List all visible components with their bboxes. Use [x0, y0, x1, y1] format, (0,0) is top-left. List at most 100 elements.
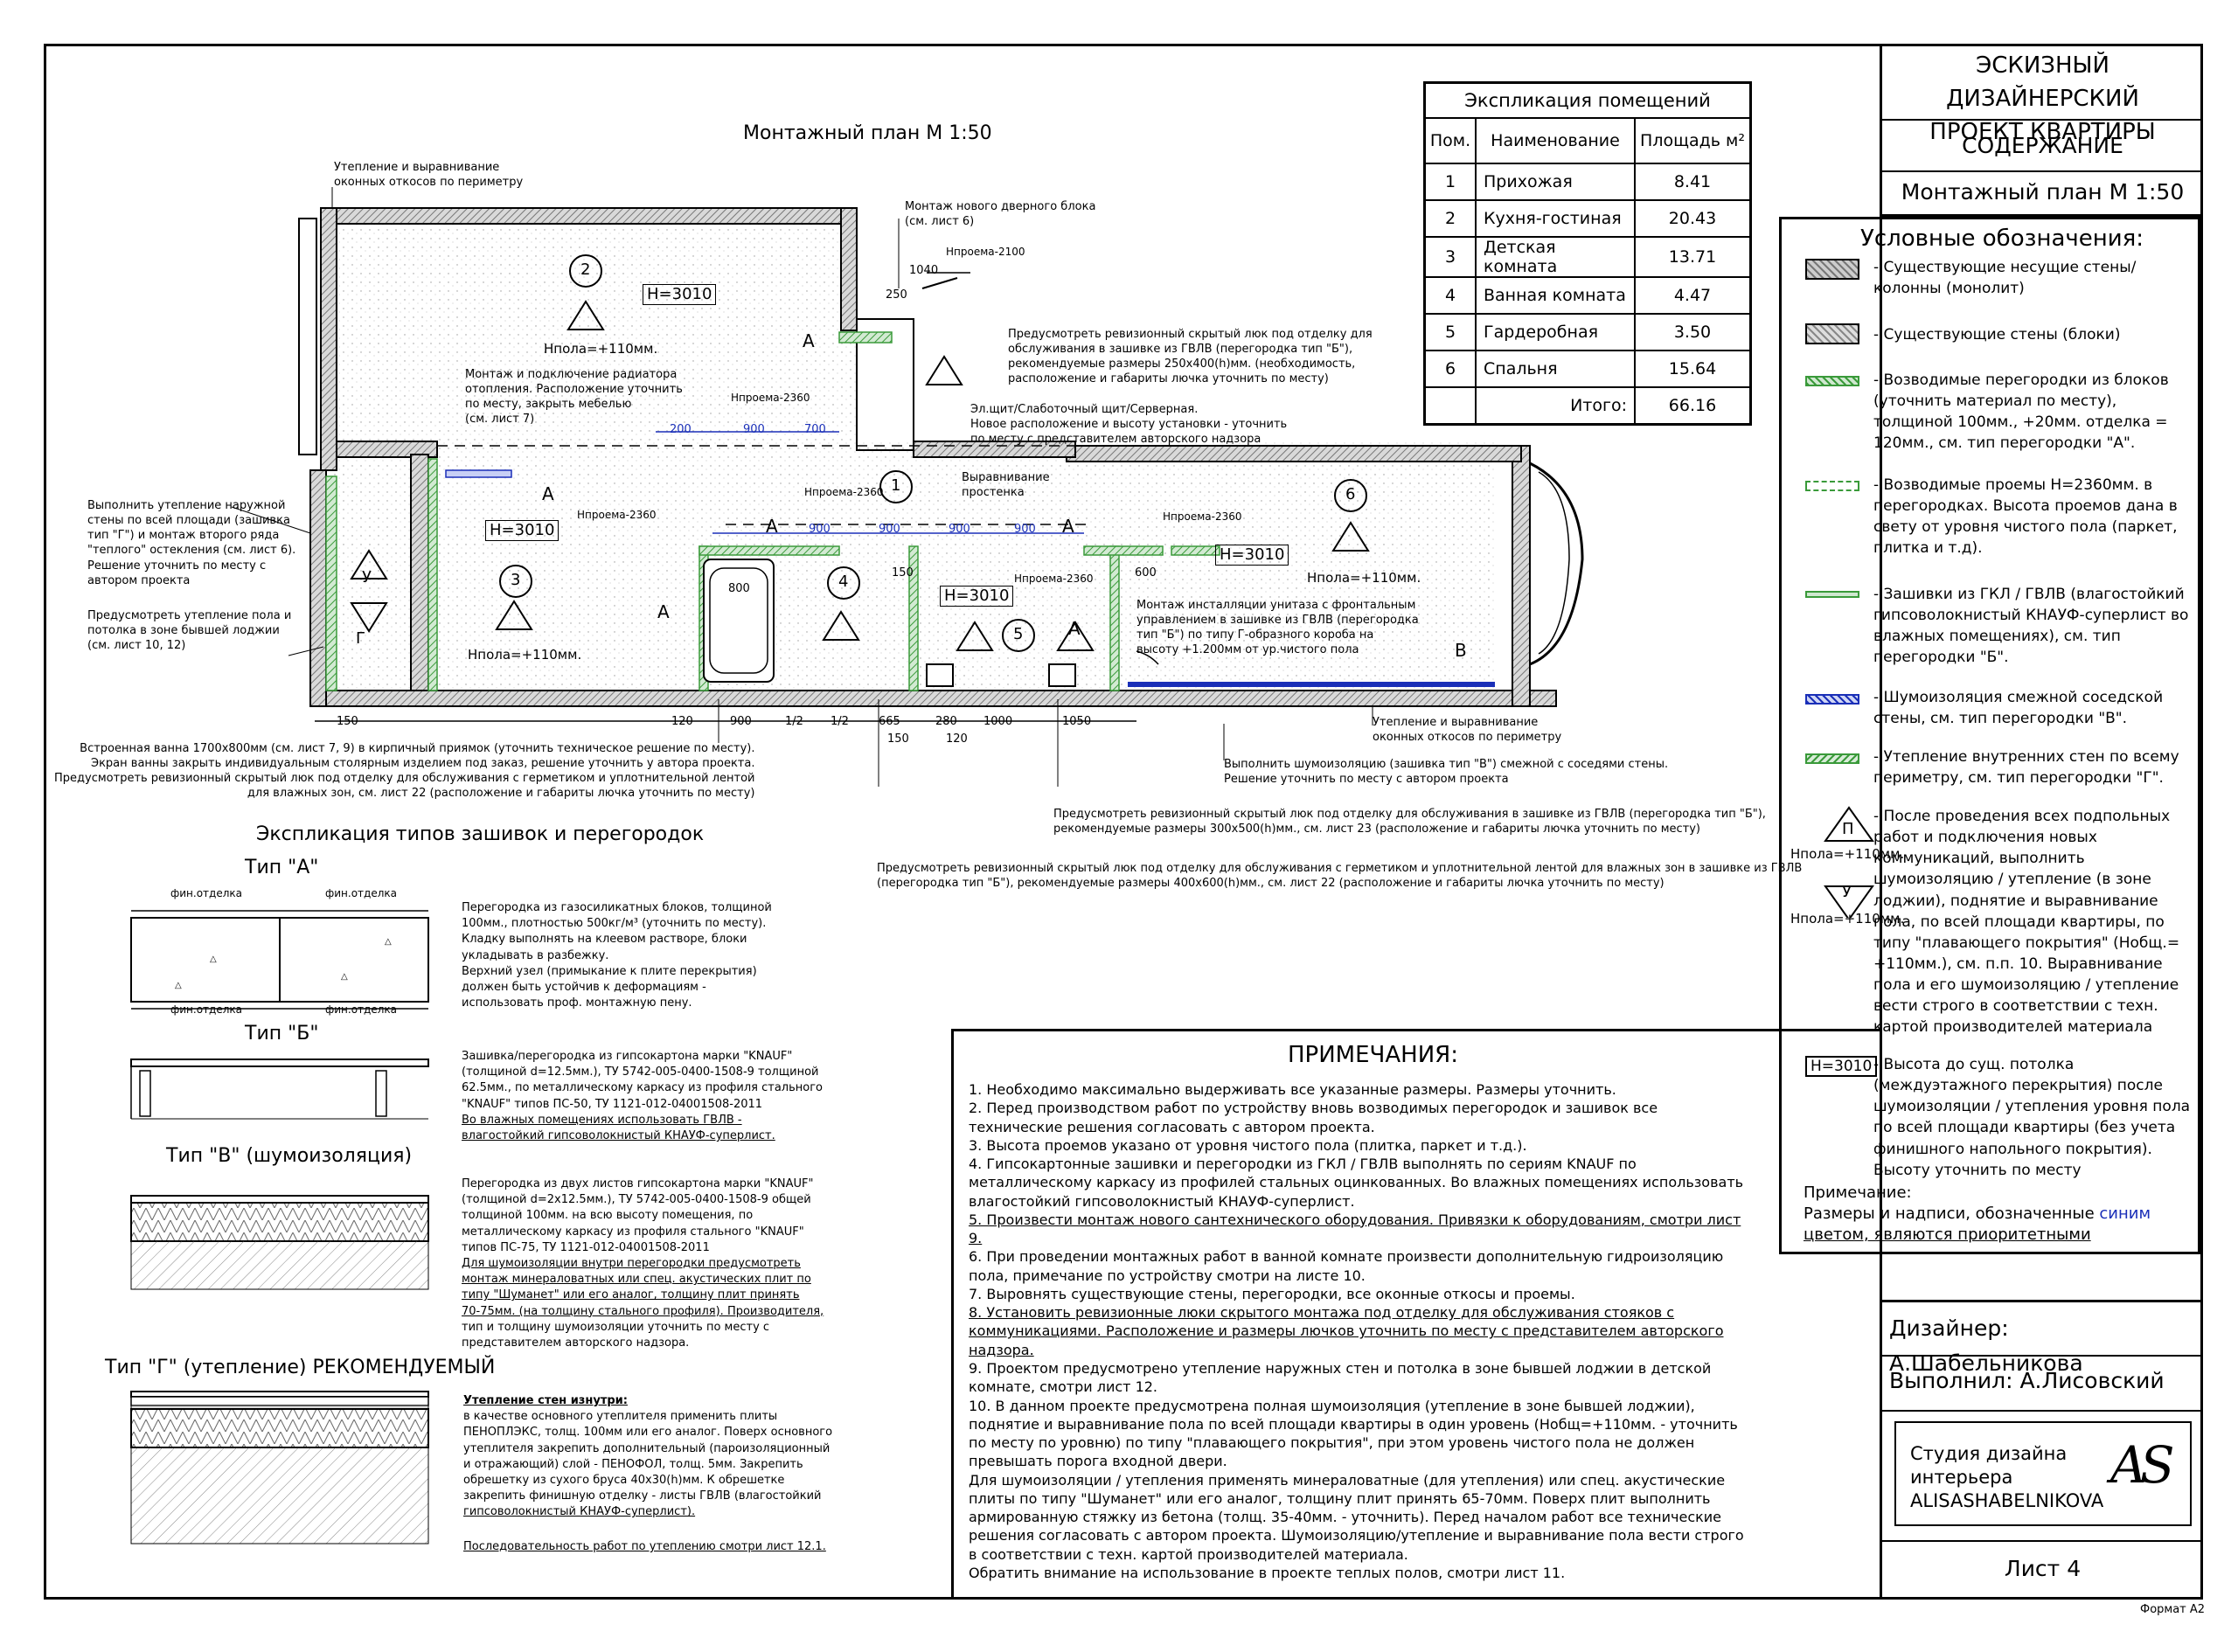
- callout-hatch-300: Предусмотреть ревизионный скрытый люк по…: [1053, 808, 1766, 836]
- explication-title: Экспликация помещений: [1423, 81, 1752, 119]
- callout-outer-wall: Выполнить утепление наружной стены по вс…: [87, 499, 296, 587]
- room-number-4: 4: [838, 573, 849, 591]
- svg-text:△: △: [341, 972, 348, 982]
- studio-line-3: ALISASHABELNIKOVA: [1910, 1490, 2104, 1511]
- contents-label: СОДЕРЖАНИЕ: [1882, 121, 2203, 172]
- dim-blue: 200: [670, 423, 692, 436]
- section-g: Г: [356, 629, 365, 648]
- type-g-text: Утепление стен изнутри: в качестве основ…: [463, 1394, 833, 1519]
- floor-tag-kids: Нпола=+110мм.: [468, 647, 582, 663]
- project-title-2: ПРОЕКТ КВАРТИРЫ: [1929, 119, 2156, 145]
- type-b-text: Зашивка/перегородка из гипсокартона марк…: [462, 1050, 823, 1142]
- type-v-text: Перегородка из двух листов гипсокартона …: [462, 1177, 824, 1350]
- callout-hatch-250: Предусмотреть ревизионный скрытый люк по…: [1008, 328, 1373, 386]
- col-area: Площадь м²: [1634, 117, 1752, 164]
- type-a-label-1: фин.отделка: [170, 887, 243, 899]
- column-hall: [856, 318, 914, 451]
- studio-logo: AS: [2110, 1435, 2175, 1495]
- dim-blue: 900: [743, 423, 765, 436]
- wall-left-loggia: [309, 469, 327, 707]
- legend-floor-label-1: Нпола=+110мм.: [1790, 846, 1905, 862]
- h-tag-kids: Н=3010: [485, 520, 560, 541]
- callout-door-block: Монтаж нового дверного блока (см. лист 6…: [905, 200, 1096, 229]
- callout-panel: Эл.щит/Слаботочный щит/Серверная. Новое …: [970, 403, 1288, 447]
- callout-loggia-floor: Предусмотреть утепление пола и потолка в…: [87, 609, 292, 653]
- wall-left-kitchen: [320, 207, 337, 471]
- col-name: Наименование: [1475, 117, 1636, 164]
- opening-2: Нпроема-2360: [577, 509, 657, 521]
- legend-swatch-partitions: [1805, 376, 1859, 386]
- dim-blue: 700: [804, 423, 826, 436]
- paper-format: Формат А2: [2140, 1603, 2206, 1616]
- note-item: 10. В данном проекте предусмотрена полна…: [969, 1397, 1738, 1470]
- note-item: 1. Необходимо максимально выдерживать вс…: [969, 1081, 1616, 1098]
- room-number-6: 6: [1345, 485, 1356, 503]
- type-g-section: [130, 1391, 429, 1544]
- notes-title: ПРИМЕЧАНИЯ:: [1288, 1042, 1458, 1068]
- opening-4: Нпроема-2360: [1163, 510, 1242, 523]
- callout-window-slopes-top: Утепление и выравнивание оконных откосов…: [334, 161, 524, 190]
- executor-field: Выполнил: А.Лисовский: [1889, 1368, 2165, 1393]
- dim: 1000: [983, 715, 1013, 728]
- room-number-3: 3: [511, 571, 521, 589]
- legend-swatch-gkl: [1805, 591, 1859, 598]
- opening-1: Нпроема-2360: [731, 392, 810, 404]
- note-item: 6. При проведении монтажных работ в ванн…: [969, 1248, 1724, 1284]
- h-tag-bath: Н=3010: [940, 586, 1014, 607]
- note-item: 5. Произвести монтаж нового сантехническ…: [969, 1211, 1741, 1247]
- dim-blue: 900: [949, 523, 970, 536]
- note-item: 4. Гипсокартонные зашивки и перегородки …: [969, 1156, 1744, 1210]
- project-title-1: ЭСКИЗНЫЙ ДИЗАЙНЕРСКИЙ: [1946, 52, 2139, 112]
- legend-item-2: - Существующие стены (блоки): [1873, 326, 2121, 344]
- legend-note-text: Размеры и надписи, обозначенные синим: [1804, 1204, 2151, 1223]
- dim-blue: 900: [809, 523, 831, 536]
- wall-top-bedroom: [1066, 445, 1522, 462]
- legend-item-1: - Существующие несущие стены/колонны (мо…: [1873, 259, 2137, 298]
- section-u: У: [362, 568, 372, 587]
- type-a-title: Тип "А": [245, 857, 319, 878]
- opening-3: Нпроема-2360: [804, 486, 884, 498]
- wall-bottom: [314, 690, 1557, 707]
- explication-table: Экспликация помещений Пом. Наименование …: [1423, 81, 1752, 426]
- sheet-title: Монтажный план М 1:50: [1882, 170, 2203, 217]
- svg-text:△: △: [385, 937, 392, 947]
- plan-title: Монтажный план М 1:50: [743, 122, 992, 144]
- callout-toilet: Монтаж инсталляции унитаза с фронтальным…: [1136, 599, 1419, 657]
- opening-5: Нпроема-2360: [1014, 573, 1094, 585]
- dim: 280: [935, 715, 957, 728]
- dim: 120: [946, 732, 968, 746]
- legend-title: Условные обозначения:: [1860, 226, 2144, 252]
- dim-blue: 900: [1014, 523, 1036, 536]
- svg-text:△: △: [175, 981, 182, 990]
- section-a-2: А: [542, 483, 554, 504]
- legend-swatch-blocks: [1805, 323, 1859, 344]
- type-a-label-2: фин.отделка: [325, 887, 398, 899]
- legend-item-3: - Возводимые перегородки из блоков (уточ…: [1873, 371, 2169, 453]
- section-a-1: А: [803, 330, 815, 351]
- title-block: ЭСКИЗНЫЙ ДИЗАЙНЕРСКИЙ ПРОЕКТ КВАРТИРЫ СО…: [1880, 44, 2203, 1600]
- designer-field: Дизайнер: А.Шабельникова: [1889, 1315, 2083, 1376]
- legend-item-6: - Шумоизоляция смежной соседской стены, …: [1873, 689, 2164, 728]
- type-a-text: Перегородка из газосиликатных блоков, то…: [462, 901, 772, 1010]
- section-a-3: А: [766, 516, 778, 537]
- section-a-4: А: [1062, 516, 1074, 537]
- callout-hatch-400: Предусмотреть ревизионный скрытый люк по…: [877, 862, 1803, 891]
- type-a-label-4: фин.отделка: [325, 1003, 398, 1016]
- type-a-label-3: фин.отделка: [170, 1003, 243, 1016]
- legend-swatch-monolith: [1805, 259, 1859, 280]
- legend-box: [1779, 217, 2200, 1254]
- section-a-5: А: [657, 601, 670, 622]
- note-item: 7. Выровнять существующие стены, перегор…: [969, 1285, 1575, 1302]
- h-tag-bedroom: Н=3010: [1215, 545, 1289, 566]
- type-b-title: Тип "Б": [245, 1023, 319, 1045]
- floor-tag-bedroom: Нпола=+110мм.: [1307, 570, 1421, 586]
- legend-note-title: Примечание:: [1804, 1183, 1912, 1202]
- legend-item-7: - Утепление внутренних стен по всему пер…: [1873, 748, 2179, 788]
- floor-plan: [231, 187, 1584, 787]
- legend-h-tag: Н=3010: [1805, 1056, 1878, 1078]
